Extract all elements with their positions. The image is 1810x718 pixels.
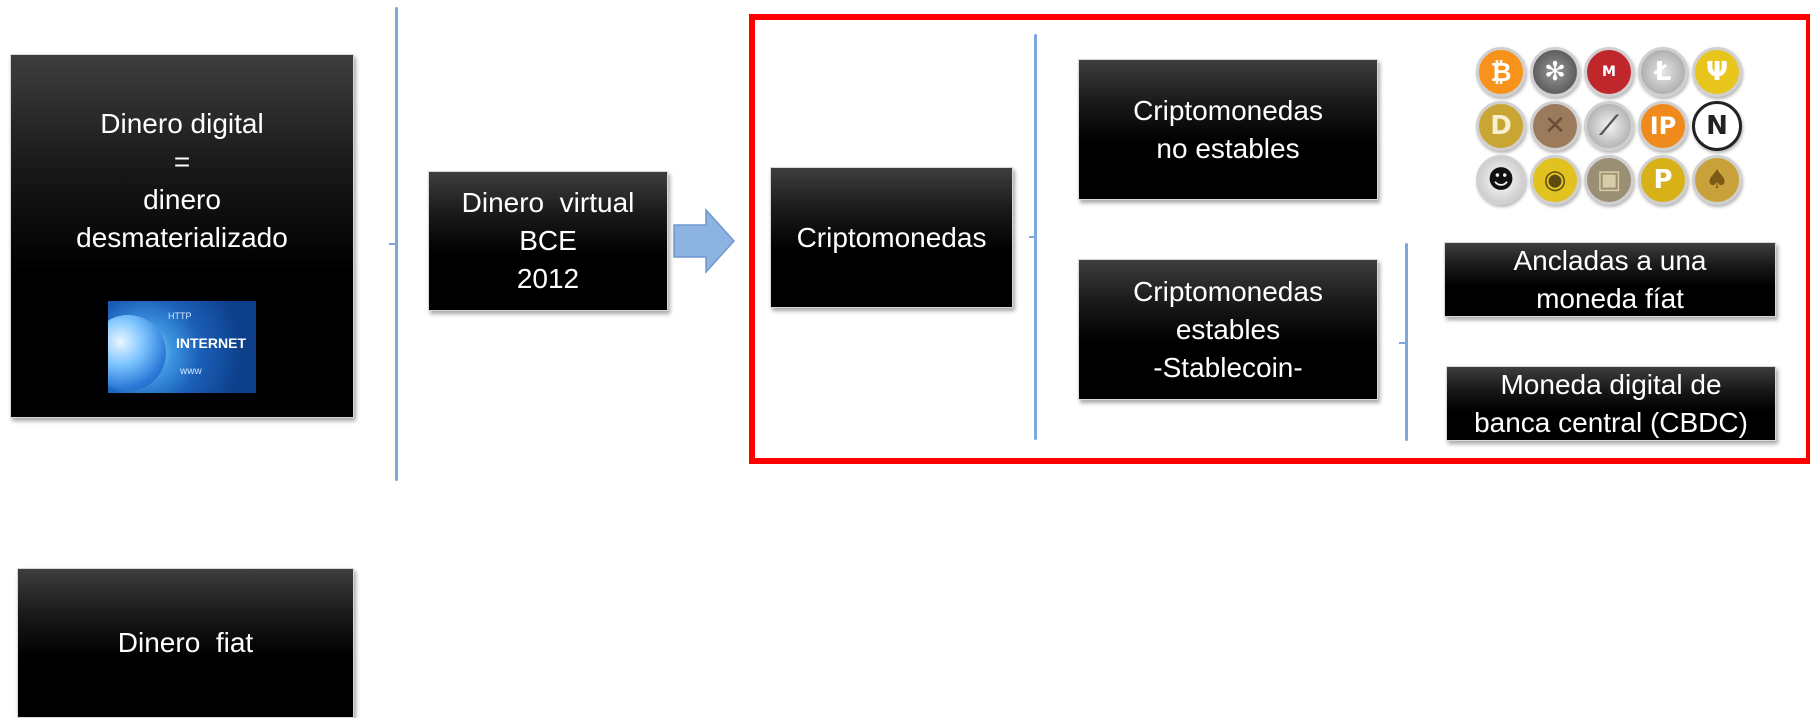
megacoin-icon: M bbox=[1584, 47, 1634, 97]
bracket-main bbox=[395, 7, 398, 481]
dinero-virtual-line-3: 2012 bbox=[516, 263, 580, 294]
dinero-digital-line-4: desmaterializado bbox=[76, 222, 288, 253]
cripto-no-estables-box: Criptomonedas no estables bbox=[1078, 59, 1378, 200]
fish-coin-icon: ◉ bbox=[1530, 155, 1580, 205]
p-coin-icon: P bbox=[1638, 155, 1688, 205]
dinero-virtual-box: Dinero virtual BCE 2012 bbox=[428, 171, 668, 311]
criptomonedas-box: Criptomonedas bbox=[770, 167, 1013, 308]
dinero-virtual-line-1: Dinero virtual bbox=[461, 187, 635, 218]
cbdc-box: Moneda digital de banca central (CBDC) bbox=[1446, 366, 1776, 441]
cbdc-line-1: Moneda digital de bbox=[1500, 368, 1722, 400]
cripto-no-estables-line-1: Criptomonedas bbox=[1133, 94, 1323, 126]
n-coin-icon: N bbox=[1692, 101, 1742, 151]
litecoin-icon: Ł bbox=[1638, 47, 1688, 97]
internet-image: INTERNET HTTP www bbox=[108, 301, 256, 393]
ancladas-box: Ancladas a una moneda fíat bbox=[1444, 242, 1776, 317]
criptomonedas-frame bbox=[749, 14, 1810, 464]
bracket-main-tick bbox=[389, 243, 396, 245]
internet-label: INTERNET bbox=[176, 335, 246, 351]
bracket-estables-tick bbox=[1399, 342, 1406, 344]
psi-coin-icon: Ψ bbox=[1692, 47, 1742, 97]
cripto-estables-line-1: Criptomonedas bbox=[1133, 275, 1323, 307]
dinero-fiat-label: Dinero fiat bbox=[117, 627, 254, 658]
anonymous-coin-icon: ☻ bbox=[1476, 155, 1526, 205]
feather-coin-icon: ⟋ bbox=[1584, 101, 1634, 151]
ancladas-line-2: moneda fíat bbox=[1536, 282, 1684, 314]
bell-coin-icon: ♠ bbox=[1692, 155, 1742, 205]
cripto-estables-line-2: estables bbox=[1175, 313, 1281, 345]
dogecoin-icon: D bbox=[1476, 101, 1526, 151]
dinero-virtual-line-2: BCE bbox=[519, 225, 577, 256]
ip-coin-icon: IP bbox=[1638, 101, 1688, 151]
ancladas-line-1: Ancladas a una bbox=[1513, 244, 1707, 276]
dinero-fiat-box: Dinero fiat bbox=[17, 568, 354, 718]
dinero-digital-box: Dinero digital = dinero desmaterializado… bbox=[10, 54, 354, 418]
bracket-estables bbox=[1405, 243, 1408, 441]
bitcoin-icon: ₿ bbox=[1476, 47, 1526, 97]
cripto-estables-line-3: -Stablecoin- bbox=[1153, 351, 1303, 383]
bracket-cripto-tick bbox=[1029, 236, 1036, 238]
right-arrow-icon bbox=[673, 208, 736, 274]
globe-icon bbox=[108, 315, 166, 391]
cripto-no-estables-line-2: no estables bbox=[1156, 132, 1300, 164]
box-coin-icon: ▣ bbox=[1584, 155, 1634, 205]
snowflake-coin-icon: ✻ bbox=[1530, 47, 1580, 97]
www-label: www bbox=[180, 366, 202, 377]
cross-coin-icon: ✕ bbox=[1530, 101, 1580, 151]
dinero-digital-line-3: dinero bbox=[143, 184, 221, 215]
cbdc-line-2: banca central (CBDC) bbox=[1474, 406, 1748, 438]
criptomonedas-label: Criptomonedas bbox=[796, 221, 987, 253]
dinero-digital-line-1: Dinero digital bbox=[100, 108, 264, 139]
cripto-estables-box: Criptomonedas estables -Stablecoin- bbox=[1078, 259, 1378, 400]
http-label: HTTP bbox=[168, 311, 192, 321]
dinero-digital-line-2: = bbox=[173, 146, 191, 177]
